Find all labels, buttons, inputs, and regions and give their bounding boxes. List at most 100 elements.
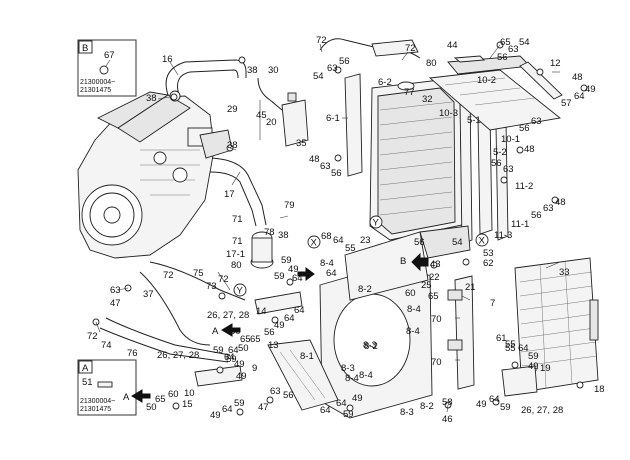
bolt-icon bbox=[99, 65, 109, 75]
part-label: 72 bbox=[163, 270, 174, 281]
part-label: 49 bbox=[476, 399, 487, 410]
part-label: 43 bbox=[430, 259, 441, 270]
part-label: 49 bbox=[288, 264, 299, 275]
part-label: 80 bbox=[231, 260, 242, 271]
marker-x-upper-label: X bbox=[311, 238, 318, 249]
part-label: 26, 27, 28 bbox=[207, 310, 249, 321]
part-label: 63 bbox=[320, 161, 331, 172]
overflow-pipe bbox=[319, 38, 421, 59]
part-label: 64 bbox=[222, 404, 233, 415]
marker-y-left-label: Y bbox=[237, 286, 244, 297]
part-label: 8-2 bbox=[420, 401, 434, 412]
part-label: 78 bbox=[264, 227, 275, 238]
part-label: 63 bbox=[503, 164, 514, 175]
part-label: 64 bbox=[326, 268, 337, 279]
part-label: 38 bbox=[227, 140, 238, 151]
part-label: 10 bbox=[184, 388, 195, 399]
part-label: 68 bbox=[321, 231, 332, 242]
part-label: 22 bbox=[429, 272, 440, 283]
arrow-b-icon bbox=[411, 252, 429, 272]
part-label: 60 bbox=[168, 389, 179, 400]
upper-radiator-hose bbox=[165, 56, 247, 102]
marker-y-upper-label: Y bbox=[373, 218, 380, 229]
part-label: 57 bbox=[561, 98, 572, 109]
marker-y-left bbox=[233, 283, 247, 297]
part-label: 65 bbox=[250, 334, 261, 345]
oil-cooler-hoses bbox=[99, 261, 246, 363]
part-label: 64 bbox=[574, 91, 585, 102]
part-label: 55 bbox=[505, 343, 516, 354]
part-label: 10-1 bbox=[501, 134, 520, 145]
part-label: 56 bbox=[331, 168, 342, 179]
part-label: 48 bbox=[572, 72, 583, 83]
part-label: 17 bbox=[224, 189, 235, 200]
lower-brackets bbox=[194, 291, 339, 411]
part-label: 47 bbox=[110, 298, 121, 309]
part-label: 8-4 bbox=[407, 304, 421, 315]
marker-x-right-label: X bbox=[479, 236, 486, 247]
coolant-reservoir bbox=[257, 77, 309, 147]
part-label: 49 bbox=[352, 393, 363, 404]
part-label: 49 bbox=[274, 320, 285, 331]
part-label: 7 bbox=[490, 298, 495, 309]
inset-a-part: 51 bbox=[82, 377, 93, 388]
part-label: 8-2 bbox=[364, 341, 378, 352]
part-label: 56 bbox=[491, 158, 502, 169]
part-label: 48 bbox=[524, 144, 535, 155]
part-label: 49 bbox=[234, 359, 245, 370]
marker-x-right bbox=[475, 233, 489, 247]
lower-radiator-hose bbox=[209, 157, 274, 269]
part-label: 46 bbox=[442, 414, 453, 425]
inset-b-letter: B bbox=[82, 43, 88, 54]
part-label: 49 bbox=[236, 371, 247, 382]
inset-b-serial-from: 21300004~ bbox=[80, 79, 115, 86]
part-label: 70 bbox=[431, 357, 442, 368]
part-label: 56 bbox=[339, 56, 350, 67]
part-label: 65 bbox=[155, 394, 166, 405]
part-label: 56 bbox=[264, 327, 275, 338]
part-label: 47 bbox=[258, 402, 269, 413]
part-label: 8-2 bbox=[358, 284, 372, 295]
inset-a-serial-to: 21301475 bbox=[80, 406, 111, 413]
part-label: 63 bbox=[327, 63, 338, 74]
part-label: 60 bbox=[405, 288, 416, 299]
part-label: 15 bbox=[182, 399, 193, 410]
part-label: 64 bbox=[294, 305, 305, 316]
part-label: 48 bbox=[309, 154, 320, 165]
part-label: 16 bbox=[162, 54, 173, 65]
part-label: 38 bbox=[247, 65, 258, 76]
part-label: 58 bbox=[442, 397, 453, 408]
part-label: 72 bbox=[87, 331, 98, 342]
part-label: 64 bbox=[224, 352, 235, 363]
top-rail bbox=[453, 55, 563, 100]
part-label: 72 bbox=[405, 43, 416, 54]
part-label: 26, 27, 28 bbox=[521, 405, 563, 416]
part-label: 71 bbox=[232, 236, 243, 247]
part-label: 20 bbox=[266, 117, 277, 128]
part-label: 70 bbox=[431, 314, 442, 325]
part-label: 8-4 bbox=[320, 258, 334, 269]
part-label: 53 bbox=[483, 248, 494, 259]
part-label: 54 bbox=[519, 37, 530, 48]
part-label: 65 bbox=[240, 334, 251, 345]
part-label: 38 bbox=[146, 93, 157, 104]
part-label: 64 bbox=[284, 313, 295, 324]
radiator-cap-icon bbox=[397, 81, 415, 91]
part-label: 56 bbox=[414, 237, 425, 248]
hardware bbox=[92, 41, 588, 416]
part-label: 11-3 bbox=[494, 230, 512, 241]
part-label: 8-4 bbox=[345, 373, 359, 384]
part-label: 59 bbox=[213, 345, 224, 356]
part-label: 23 bbox=[360, 235, 371, 246]
part-label: 29 bbox=[227, 104, 238, 115]
part-label: 8-4 bbox=[359, 370, 373, 381]
part-label: 56 bbox=[283, 390, 294, 401]
part-label: 13 bbox=[268, 340, 279, 351]
part-label: 74 bbox=[101, 340, 112, 351]
part-label: 8-1 bbox=[300, 351, 314, 362]
part-label: 64 bbox=[228, 345, 239, 356]
part-label: 59 bbox=[274, 271, 285, 282]
part-label: 8-3 bbox=[400, 407, 414, 418]
part-label: 65 bbox=[428, 291, 439, 302]
